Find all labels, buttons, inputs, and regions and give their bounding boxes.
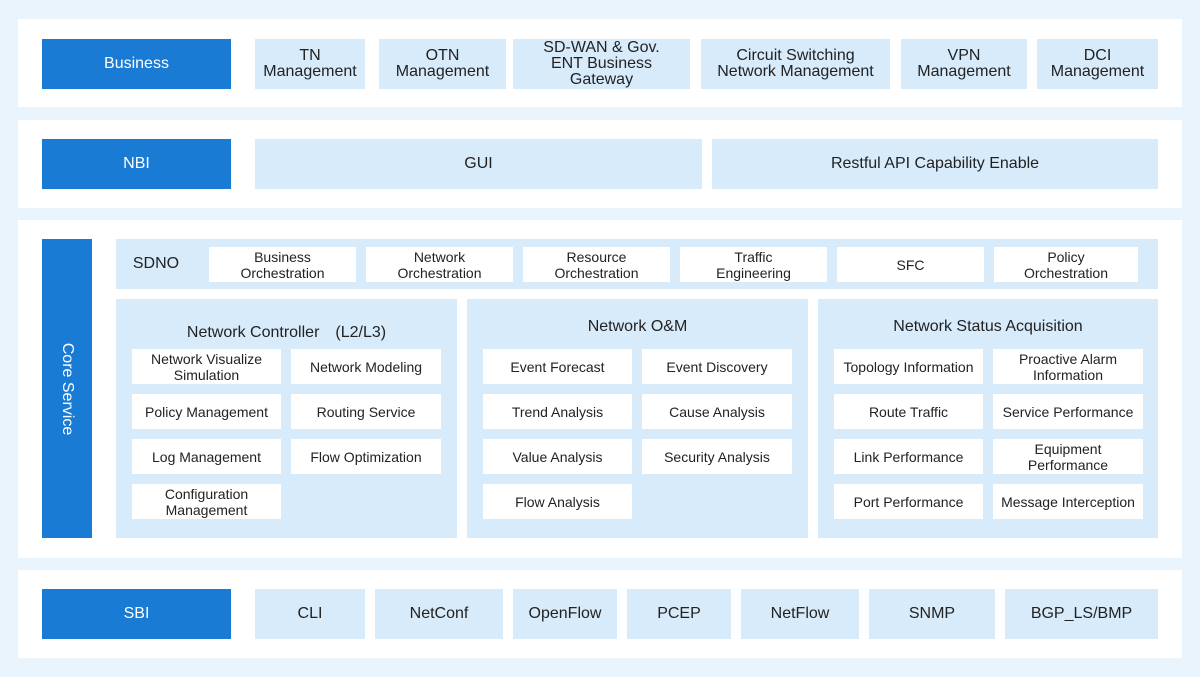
nbi-label: NBI [42,139,231,189]
om-item-security-analysis: Security Analysis [642,439,792,474]
controller-item-routing-service: Routing Service [291,394,441,429]
om-item-event-discovery: Event Discovery [642,349,792,384]
sdno-item-policy-orchestration: Policy Orchestration [994,247,1138,282]
core-service-label-bar [42,239,92,538]
controller-item-log-management: Log Management [132,439,281,474]
nbi-item-restful-api: Restful API Capability Enable [712,139,1158,189]
status-item-equipment-performance: Equipment Performance [993,439,1143,474]
status-item-message-interception: Message Interception [993,484,1143,519]
core-service-label: Core Service [59,342,76,436]
business-item-tn-management: TN Management [255,39,365,89]
om-item-trend-analysis: Trend Analysis [483,394,632,429]
network-om-title: Network O&M [587,318,688,335]
sdno-label: SDNO [132,255,180,272]
network-controller-title: Network Controller (L2/L3) [186,324,387,341]
sbi-item-netconf: NetConf [375,589,503,639]
controller-item-configuration-management: Configuration Management [132,484,281,519]
nbi-item-gui: GUI [255,139,702,189]
sdno-item-sfc: SFC [837,247,984,282]
controller-item-network-visualize: Network Visualize Simulation [132,349,281,384]
sdno-item-resource-orchestration: Resource Orchestration [523,247,670,282]
sbi-label: SBI [42,589,231,639]
sbi-item-cli: CLI [255,589,365,639]
business-item-dci-management: DCI Management [1037,39,1158,89]
business-item-circuit-switching: Circuit Switching Network Management [701,39,890,89]
om-item-event-forecast: Event Forecast [483,349,632,384]
sbi-item-snmp: SNMP [869,589,995,639]
om-item-flow-analysis: Flow Analysis [483,484,632,519]
status-item-proactive-alarm: Proactive Alarm Information [993,349,1143,384]
controller-item-flow-optimization: Flow Optimization [291,439,441,474]
status-item-topology-information: Topology Information [834,349,983,384]
status-item-route-traffic: Route Traffic [834,394,983,429]
om-item-cause-analysis: Cause Analysis [642,394,792,429]
om-item-value-analysis: Value Analysis [483,439,632,474]
sdno-item-business-orchestration: Business Orchestration [209,247,356,282]
status-item-port-performance: Port Performance [834,484,983,519]
status-item-link-performance: Link Performance [834,439,983,474]
sdno-item-traffic-engineering: Traffic Engineering [680,247,827,282]
sbi-item-bgp-ls-bmp: BGP_LS/BMP [1005,589,1158,639]
status-item-service-performance: Service Performance [993,394,1143,429]
business-item-vpn-management: VPN Management [901,39,1027,89]
network-status-title: Network Status Acquisition [893,318,1083,335]
business-item-sdwan-gateway: SD-WAN & Gov. ENT Business Gateway [513,39,690,89]
sbi-item-pcep: PCEP [627,589,731,639]
business-label: Business [42,39,231,89]
sdno-item-network-orchestration: Network Orchestration [366,247,513,282]
business-item-otn-management: OTN Management [379,39,506,89]
sbi-item-openflow: OpenFlow [513,589,617,639]
controller-item-network-modeling: Network Modeling [291,349,441,384]
sbi-item-netflow: NetFlow [741,589,859,639]
controller-item-policy-management: Policy Management [132,394,281,429]
